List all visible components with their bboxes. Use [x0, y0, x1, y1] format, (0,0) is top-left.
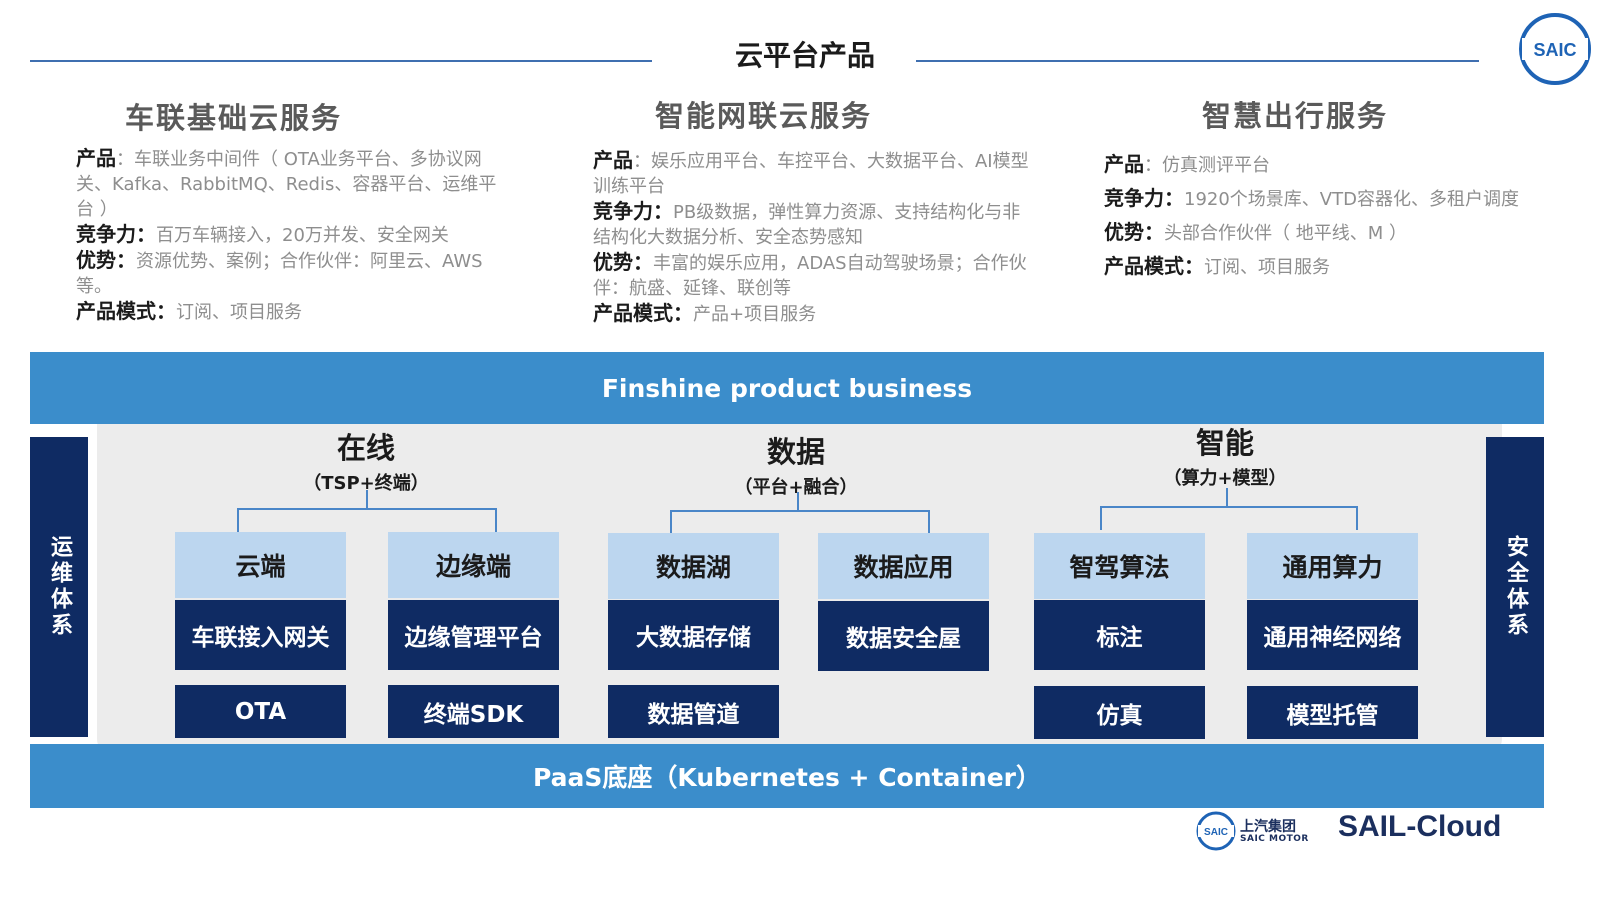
box-head-data-lake: 数据湖 — [608, 533, 779, 599]
box-item-model-hosting: 模型托管 — [1247, 686, 1418, 739]
column-desc-vehicle-cloud: 产品：车联业务中间件（ OTA业务平台、多协议网关、Kafka、RabbitMQ… — [76, 146, 506, 325]
column-desc-smart-connected: 产品：娱乐应用平台、车控平台、大数据平台、AI模型训练平台 竞争力：PB级数据，… — [593, 148, 1033, 327]
value-advantage: 头部合作伙伴（ 地平线、M ） — [1164, 223, 1407, 244]
label-competitiveness: 竞争力： — [1104, 186, 1184, 210]
right-side-security: 安全体系 — [1486, 437, 1544, 737]
box-item-data-security-room: 数据安全屋 — [818, 601, 989, 671]
column-title-smart-connected: 智能网联云服务 — [655, 99, 873, 133]
label-advantage: 优势： — [593, 250, 653, 274]
category-online: 在线 （TSP+终端） — [303, 431, 429, 494]
category-data: 数据 （平台+融合） — [734, 435, 858, 498]
box-item-gateway: 车联接入网关 — [175, 600, 346, 670]
value-mode: 订阅、项目服务 — [176, 302, 302, 323]
value-advantage: 丰富的娱乐应用，ADAS自动驾驶场景；合作伙伴：航盛、延锋、联创等 — [593, 253, 1027, 299]
left-side-ops: 运维体系 — [30, 437, 88, 737]
box-item-big-data-storage: 大数据存储 — [608, 600, 779, 670]
saic-motor-en: SAIC MOTOR — [1240, 834, 1309, 844]
svg-text:SAIC: SAIC — [1204, 827, 1228, 838]
header-rule-right — [916, 60, 1479, 62]
value-product: ：车联业务中间件（ OTA业务平台、多协议网关、Kafka、RabbitMQ、R… — [76, 149, 497, 220]
brace-stem — [797, 492, 799, 510]
column-desc-smart-mobility: 产品：仿真测评平台 竞争力：1920个场景库、VTD容器化、多租户调度 优势：头… — [1104, 148, 1534, 284]
brace-stem — [366, 490, 368, 508]
box-item-annotation: 标注 — [1034, 600, 1205, 670]
value-advantage: 资源优势、案例；合作伙伴：阿里云、AWS等。 — [76, 251, 483, 297]
box-head-data-app: 数据应用 — [818, 533, 989, 599]
page-title: 云平台产品 — [734, 39, 875, 72]
label-competitiveness: 竞争力： — [76, 222, 156, 246]
box-head-ad-algorithm: 智驾算法 — [1034, 533, 1205, 599]
svg-text:SAIC: SAIC — [1533, 40, 1576, 60]
value-product: ：娱乐应用平台、车控平台、大数据平台、AI模型训练平台 — [593, 151, 1029, 197]
column-title-vehicle-cloud: 车联基础云服务 — [125, 101, 343, 135]
brace-online — [237, 508, 497, 532]
value-product: ：仿真测评平台 — [1144, 155, 1270, 176]
sail-cloud-logo: SAIL-Cloud — [1338, 810, 1502, 843]
label-product: 产品 — [76, 146, 116, 170]
value-competitiveness: 百万车辆接入，20万并发、安全网关 — [156, 225, 449, 246]
saic-motor-cn: 上汽集团 — [1240, 819, 1296, 835]
category-intelligence: 智能 （算力+模型） — [1163, 426, 1287, 489]
top-band-finshine: Finshine product business — [30, 352, 1544, 424]
bottom-band-paas: PaaS底座（Kubernetes + Container） — [30, 744, 1544, 808]
box-item-neural-network: 通用神经网络 — [1247, 600, 1418, 670]
box-item-terminal-sdk: 终端SDK — [388, 685, 559, 738]
value-mode: 产品+项目服务 — [693, 304, 817, 325]
box-head-edge: 边缘端 — [388, 532, 559, 598]
label-mode: 产品模式： — [1104, 254, 1204, 278]
saic-logo-icon: SAIC — [1519, 13, 1591, 85]
label-advantage: 优势： — [1104, 220, 1164, 244]
label-advantage: 优势： — [76, 248, 136, 272]
brace-data — [670, 510, 930, 534]
label-competitiveness: 竞争力： — [593, 199, 673, 223]
label-mode: 产品模式： — [593, 301, 693, 325]
box-item-ota: OTA — [175, 685, 346, 738]
label-product: 产品 — [1104, 152, 1144, 176]
box-head-cloud: 云端 — [175, 532, 346, 598]
saic-motor-footer-logo-icon: SAIC — [1196, 811, 1236, 851]
box-item-edge-mgmt: 边缘管理平台 — [388, 600, 559, 670]
label-mode: 产品模式： — [76, 299, 176, 323]
value-competitiveness: 1920个场景库、VTD容器化、多租户调度 — [1184, 189, 1519, 210]
box-item-simulation: 仿真 — [1034, 686, 1205, 739]
box-head-general-compute: 通用算力 — [1247, 533, 1418, 599]
label-product: 产品 — [593, 148, 633, 172]
value-mode: 订阅、项目服务 — [1204, 257, 1330, 278]
column-title-smart-mobility: 智慧出行服务 — [1202, 99, 1389, 133]
value-competitiveness: PB级数据，弹性算力资源、支持结构化与非结构化大数据分析、安全态势感知 — [593, 202, 1021, 248]
box-item-data-pipeline: 数据管道 — [608, 685, 779, 738]
brace-stem — [1226, 488, 1228, 506]
header-rule-left — [30, 60, 652, 62]
brace-intelligence — [1100, 506, 1358, 530]
